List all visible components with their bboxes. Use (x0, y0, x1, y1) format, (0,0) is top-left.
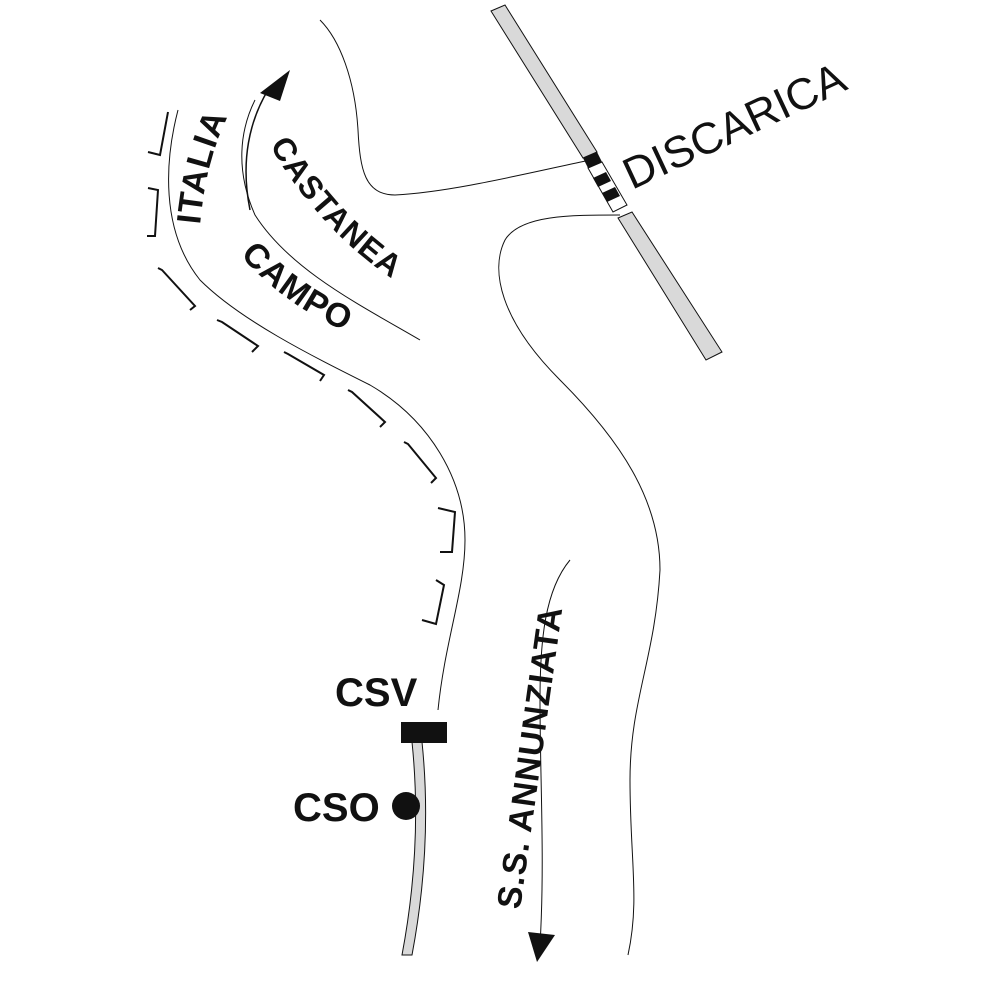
label-campo-italia-line1: ITALIA (170, 104, 235, 226)
label-ss-annunziata: S.S. ANNUNZIATA (490, 604, 570, 912)
csv-marker (401, 722, 447, 743)
road-castanea-edge (241, 99, 421, 341)
river-bank-upper-left (319, 19, 591, 196)
label-cso: CSO (293, 786, 380, 830)
railway-csv-line (401, 741, 427, 956)
label-discarica: DISCARICA (616, 53, 854, 199)
label-csv: CSV (335, 671, 418, 715)
boundary-markers (147, 111, 457, 626)
railway-upper (490, 4, 598, 159)
label-campo-italia-line2: CAMPO (234, 234, 359, 339)
railway-lower (617, 211, 723, 361)
river-bank-upper-right (498, 214, 661, 956)
railway-crossing (583, 152, 628, 213)
cso-marker (392, 792, 420, 820)
annunziata-road-edge (539, 559, 571, 946)
arrow-up-icon (245, 70, 290, 211)
arrow-down-icon (528, 932, 555, 962)
road-main-curve (168, 109, 466, 711)
